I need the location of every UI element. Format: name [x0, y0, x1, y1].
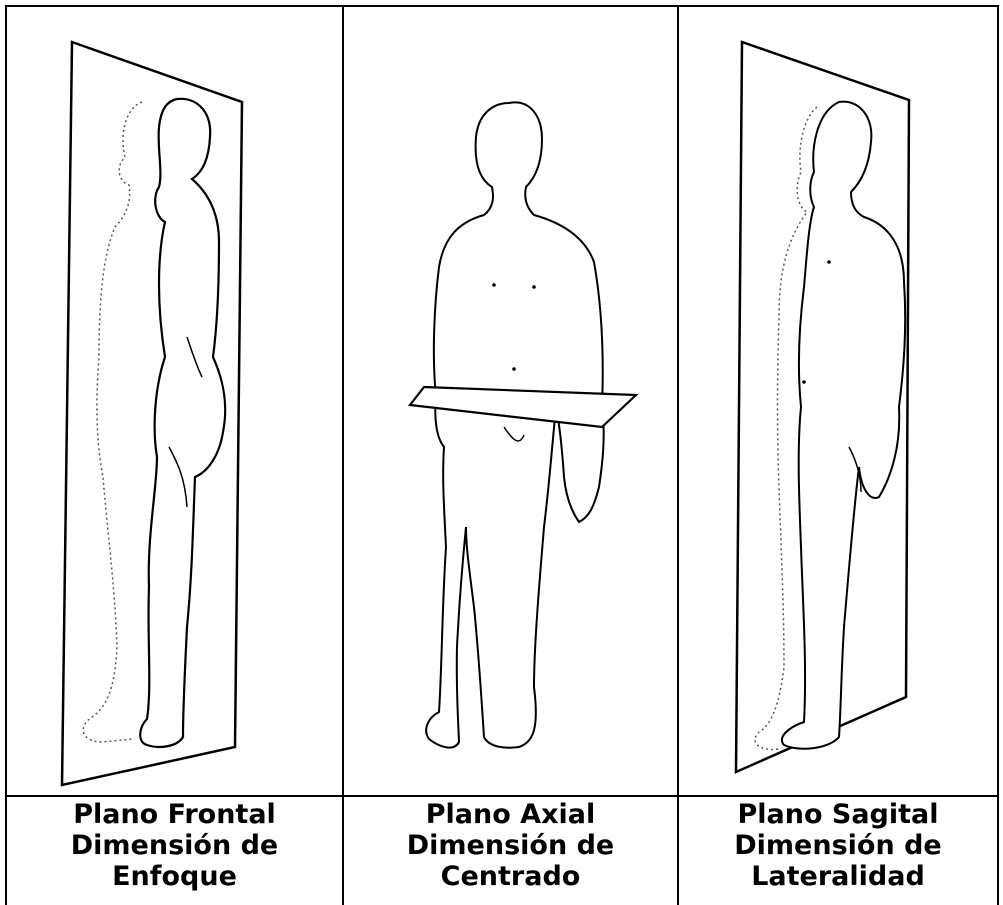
caption-sagittal: Plano Sagital Dimensión de Lateralidad [679, 799, 997, 894]
frontal-plane-illustration [7, 7, 342, 795]
ghost-figure-outline [83, 102, 142, 742]
sagittal-plane-illustration [679, 7, 997, 795]
caption-plane-name: Plano Sagital [679, 799, 997, 830]
figure-back-outline [140, 99, 225, 747]
sagittal-plane-figure [679, 7, 997, 795]
caption-plane-name: Plano Frontal [7, 799, 342, 830]
figure-side-outline [782, 102, 905, 749]
axial-plane-figure [344, 7, 677, 795]
caption-dimension-label: Dimensión de [344, 830, 677, 861]
caption-dimension-name: Enfoque [7, 861, 342, 892]
row-divider [5, 795, 999, 797]
axial-plane-illustration [344, 7, 677, 795]
caption-axial: Plano Axial Dimensión de Centrado [344, 799, 677, 894]
frontal-plane-figure [7, 7, 342, 795]
caption-dimension-label: Dimensión de [679, 830, 997, 861]
caption-dimension-name: Lateralidad [679, 861, 997, 892]
caption-plane-name: Plano Axial [344, 799, 677, 830]
caption-dimension-name: Centrado [344, 861, 677, 892]
caption-dimension-label: Dimensión de [7, 830, 342, 861]
caption-frontal: Plano Frontal Dimensión de Enfoque [7, 799, 342, 894]
